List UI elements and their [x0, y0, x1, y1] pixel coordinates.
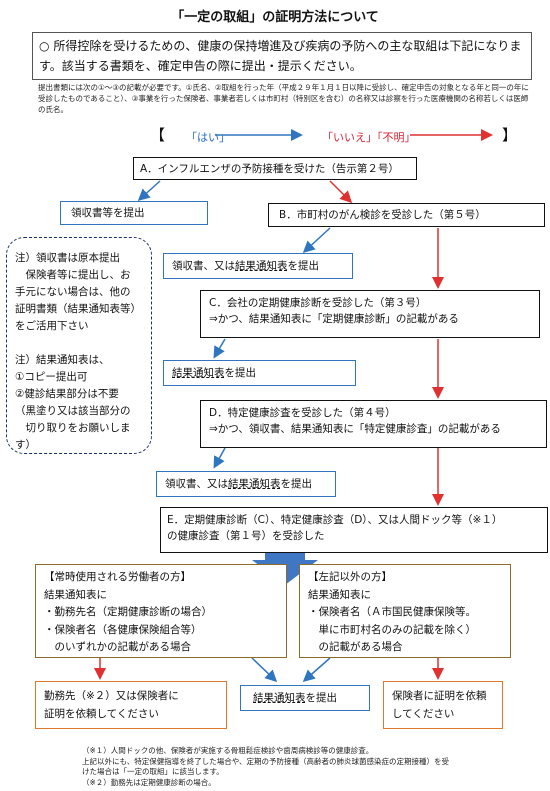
result-b: 領収書、又は結果通知表を提出	[163, 253, 353, 279]
footnote: けた場合は「一定の取組」に該当します。	[82, 767, 224, 776]
result-d: 領収書、又は結果通知表を提出	[156, 471, 336, 497]
note-line	[15, 335, 143, 352]
case-other-line: 結果通知表に	[308, 588, 371, 601]
question-c: C．会社の定期健康診断を受診した（第３号） ⇒かつ、結果通知表に「定期健康診断」…	[200, 290, 540, 338]
note-line: ②健診結果部分は不要	[15, 388, 119, 400]
legend-open: 【	[150, 126, 166, 144]
intro-box: ○ 所得控除を受けるための、健康の保持増進及び疾病の予防への主な取組は下記になり…	[32, 32, 532, 80]
result-submit-notice: 結果通知表を提出	[240, 685, 370, 711]
legend-no: 「いいえ」「不明」	[322, 131, 416, 144]
question-d: D．特定健康診査を受診した（第４号） ⇒かつ、領収書、結果通知表に「特定健康診査…	[200, 400, 547, 448]
case-employee-line: ・勤務先名（定期健康診断の場合）	[44, 606, 212, 618]
case-other: 【左記以外の方】 結果通知表に ・保険者名（Ａ市国民健康保険等。 単に市町村名の…	[299, 564, 511, 658]
result-insurer-line1: 保険者に証明を依頼	[392, 690, 487, 702]
question-d-line2: ⇒かつ、領収書、結果通知表に「特定健康診査」の記載がある	[209, 423, 501, 435]
question-e: E．定期健康診断（C）、特定健康診査（D）、又は人間ドック等（※１） の健康診査…	[160, 507, 548, 553]
arrow-right-case-blue	[302, 657, 331, 682]
question-c-line1: C．会社の定期健康診断を受診した（第３号）	[209, 297, 427, 309]
question-b: B．市町村のがん検診を受診した（第５号）	[268, 203, 545, 227]
question-d-line1: D．特定健康診査を受診した（第４号）	[209, 407, 396, 419]
note-line: 注）領収書は原本提出	[15, 252, 120, 264]
note-line: 注）結果通知表は、	[15, 354, 110, 366]
case-employee-head: 【常時使用される労働者の方】	[44, 571, 191, 583]
result-submit-ul: 結果通知表	[253, 692, 306, 704]
result-submit-post: を提出	[305, 692, 338, 704]
arrow-a-no	[329, 180, 353, 204]
case-employee: 【常時使用される労働者の方】 結果通知表に ・勤務先名（定期健康診断の場合） ・…	[35, 564, 287, 658]
arrow-c-yes	[213, 338, 226, 359]
arrow-a-yes	[137, 180, 161, 202]
note-line: 手元にない場合は、他の	[15, 286, 131, 298]
note-line: ①コピー提出可	[15, 371, 88, 383]
note-line: をご活用下さい	[15, 320, 89, 332]
result-insurer-line2: してください	[392, 708, 455, 720]
requirements-text: 提出書類には次の①〜③の記載が必要です。①氏名、②取組を行った年（平成２９年１月…	[38, 83, 529, 114]
result-employee-line1: 勤務先（※２）又は保険者に	[44, 690, 179, 702]
case-other-line: の記載がある場合	[308, 641, 403, 653]
result-insurer: 保険者に証明を依頼 してください	[383, 681, 503, 729]
result-c: 結果通知表を提出	[163, 360, 356, 386]
footnote: 上記以外にも、特定保健指導を終了した場合や、定期の予防接種（高齢者の肺炎球菌感染…	[82, 756, 450, 766]
result-a: 領収書等を提出	[60, 201, 208, 225]
question-a: A．インフルエンザの予防接種を受けた（告示第２号）	[133, 157, 417, 180]
case-other-line: ・保険者名（Ａ市国民健康保険等。	[308, 606, 476, 618]
question-c-line2: ⇒かつ、結果通知表に「定期健康診断」の記載がある	[209, 313, 459, 325]
result-employee: 勤務先（※２）又は保険者に 証明を依頼してください	[35, 681, 227, 729]
note-line: 保険者等に提出し、お	[15, 269, 131, 281]
question-e-line2: の健康診査（第１号）を受診した	[167, 530, 325, 542]
arrow-b-yes	[302, 227, 331, 254]
result-d-ul: 結果通知表	[228, 478, 281, 490]
result-employee-line2: 証明を依頼してください	[44, 708, 159, 720]
page-title: 「一定の取組」の証明方法について	[171, 10, 379, 25]
arrow-d-yes	[213, 447, 226, 469]
intro-text: 所得控除を受けるための、健康の保持増進及び疾病の予防への主な取組は下記になります…	[39, 39, 522, 73]
result-b-ul: 結果通知表	[235, 260, 288, 272]
note-line: 切り取りをお願いしま	[15, 422, 131, 434]
intro-bullet: ○	[39, 39, 50, 53]
result-b-pre: 領収書、又は	[172, 260, 235, 272]
result-d-pre: 領収書、又は	[165, 478, 228, 490]
note-line: す）	[15, 439, 36, 451]
legend-close: 】	[502, 126, 518, 144]
result-c-post: を提出	[224, 367, 257, 379]
note-line: （黒塗り又は該当部分の	[15, 405, 131, 417]
footnote: （※１）人間ドックの他、保険者が実施する骨粗鬆症検診や歯周病検診等の健康診査。	[82, 746, 374, 755]
case-employee-line: 結果通知表に	[44, 588, 107, 601]
footnotes: （※１）人間ドックの他、保険者が実施する骨粗鬆症検診や歯周病検診等の健康診査。 …	[82, 746, 542, 788]
result-d-post: を提出	[280, 478, 313, 490]
case-other-line: 単に市町村名のみの記載を除く）	[308, 623, 476, 636]
result-c-ul: 結果通知表	[172, 367, 225, 379]
arrow-left-case-blue	[251, 657, 278, 683]
result-b-post: を提出	[287, 260, 320, 272]
note-box: 注）領収書は原本提出 保険者等に提出し、お 手元にない場合は、他の 証明書類（結…	[6, 237, 152, 454]
question-e-line1: E．定期健康診断（C）、特定健康診査（D）、又は人間ドック等（※１）	[167, 514, 503, 526]
case-employee-line: ・保険者名（各健康保険組合等）	[44, 623, 202, 636]
footnote: （※２）勤務先は定期健康診断の場合。	[82, 777, 216, 787]
note-line: 証明書類（結果通知表等）	[15, 303, 141, 315]
case-other-head: 【左記以外の方】	[308, 571, 392, 583]
case-employee-line: のいずれかの記載がある場合	[44, 641, 191, 653]
